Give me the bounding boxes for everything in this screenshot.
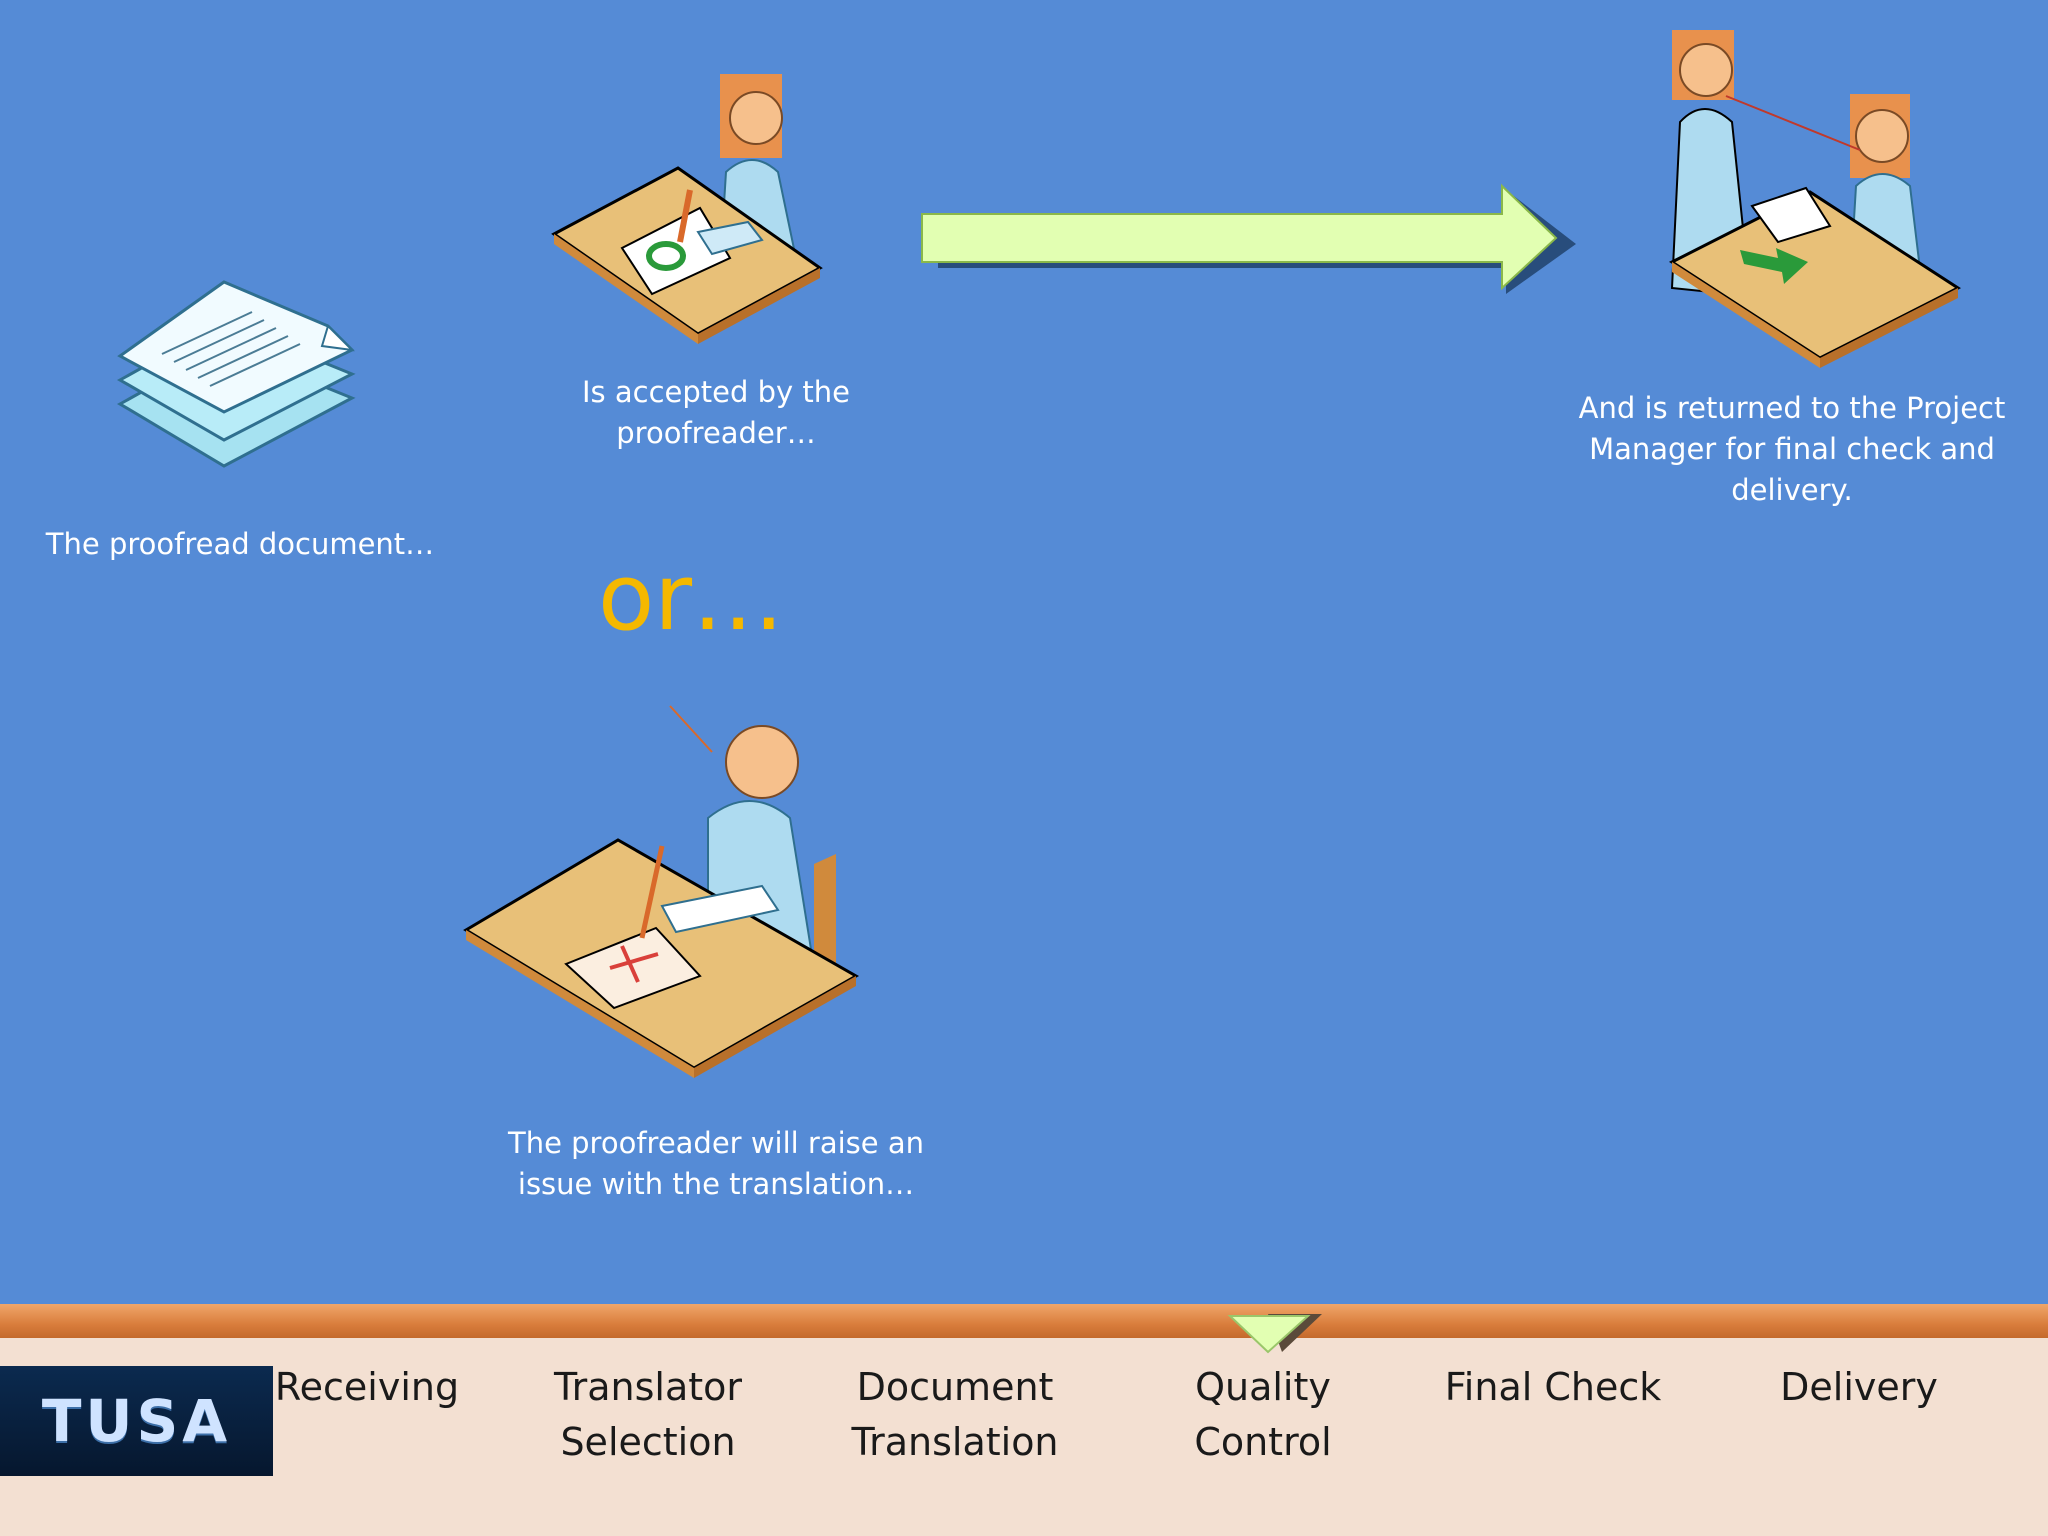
step-final-check: Final Check bbox=[1444, 1365, 1662, 1409]
tusa-logo: TUSA bbox=[0, 1366, 273, 1476]
step-quality-control: Quality Control bbox=[1194, 1365, 1332, 1464]
step-receiving: Receiving bbox=[274, 1365, 460, 1409]
current-step-marker-icon bbox=[1227, 1314, 1322, 1354]
step-delivery: Delivery bbox=[1780, 1365, 1938, 1409]
process-bar bbox=[0, 1304, 2048, 1536]
proofreader-reject-icon bbox=[463, 705, 860, 1078]
project-manager-meeting-icon bbox=[1668, 30, 1962, 368]
step-document-translation: Document Translation bbox=[851, 1365, 1059, 1464]
or-label: or… bbox=[598, 544, 785, 651]
document-stack-icon bbox=[116, 280, 356, 468]
process-bar-stripe bbox=[0, 1304, 2048, 1338]
logo-text: TUSA bbox=[41, 1387, 232, 1455]
caption-returned: And is returned to the Project Manager f… bbox=[1578, 391, 2006, 507]
step-translator-selection: Translator Selection bbox=[553, 1365, 743, 1464]
caption-accepted: Is accepted by the proofreader… bbox=[581, 375, 850, 450]
proofreader-approve-icon bbox=[551, 74, 823, 344]
right-arrow-icon bbox=[921, 183, 1576, 294]
caption-document: The proofread document… bbox=[45, 527, 435, 561]
diagram-canvas: The proofread document… Is accepted by t… bbox=[45, 30, 2006, 1201]
caption-issue: The proofreader will raise an issue with… bbox=[507, 1126, 924, 1201]
